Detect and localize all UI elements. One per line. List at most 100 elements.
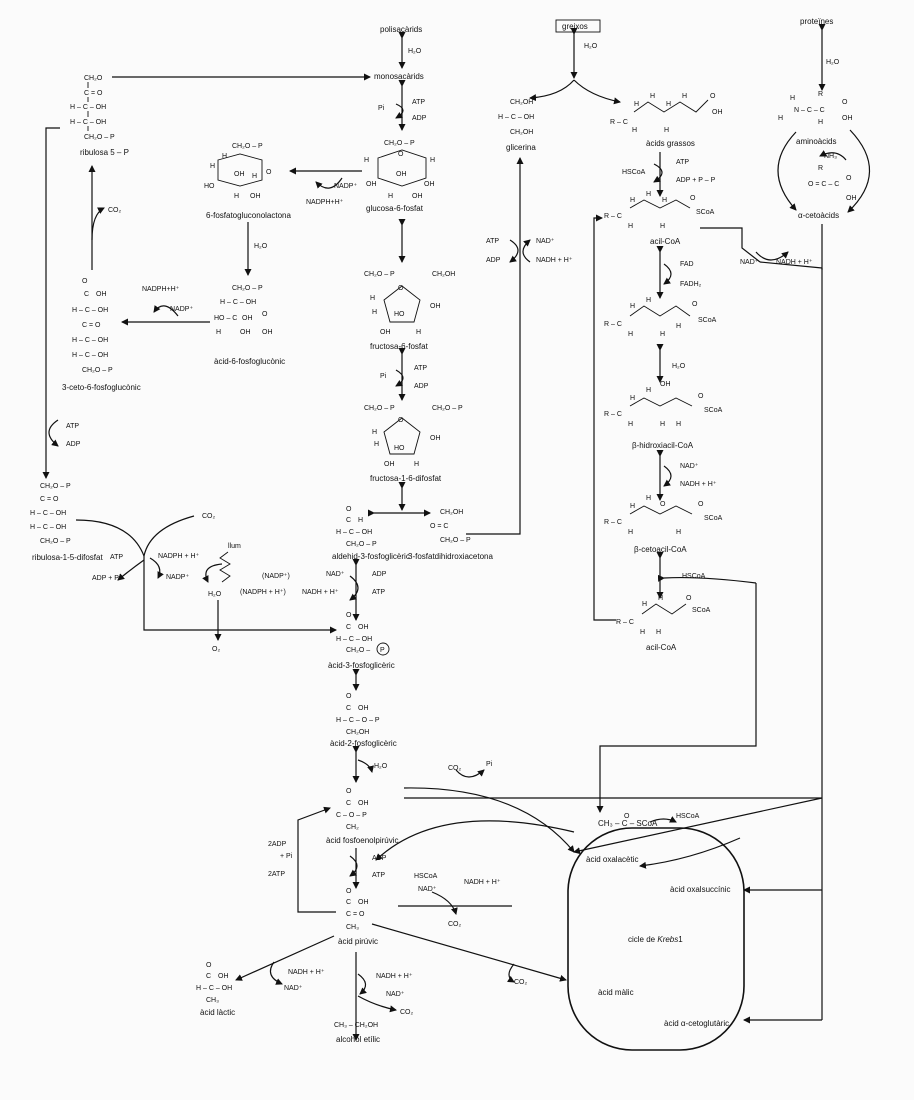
label-fadh2: FADH₂	[680, 281, 702, 288]
label-acid-fosfoenolpiruvic: àcid fosfoenolpirúvic	[326, 836, 398, 845]
label-glucosa-6p: glucosa-6-fosfat	[366, 204, 424, 213]
label-adp-pk: ADP	[372, 855, 387, 862]
svg-text:OH: OH	[430, 303, 441, 310]
acid-6-fosfogluconic-structure: CH₂O – P H – C – OH HO – C OH H OH O OH	[214, 285, 273, 336]
svg-text:C: C	[346, 517, 351, 524]
arrow-feed-to-oxalacetic	[573, 797, 823, 855]
label-nad-feed: NAD⁺	[740, 259, 759, 266]
curve-nadph-calvin	[149, 557, 164, 579]
svg-text:H: H	[818, 119, 823, 126]
label-atp-pfk: ATP	[414, 365, 427, 372]
svg-text:OH: OH	[358, 624, 369, 631]
label-nadp-gluconic: NADP⁺	[170, 306, 193, 313]
svg-text:O: O	[692, 301, 698, 308]
enoil-coa-structure: R – C H H H H H O SCoA	[604, 297, 717, 338]
svg-text:OH: OH	[262, 329, 273, 336]
beta-cetoacil-coa-structure: O R – C H H H H O SCoA	[604, 495, 723, 536]
arrow-oxaloacetate-to-pep	[375, 820, 575, 861]
arrow-pyruvate-to-pep-bypass	[297, 806, 336, 913]
svg-text:R – C: R – C	[604, 321, 622, 328]
svg-text:OH: OH	[380, 329, 391, 336]
curved-arrow-nadp-glucose	[315, 177, 343, 189]
label-atp-pk: ATP	[372, 872, 385, 879]
svg-text:H: H	[632, 127, 637, 134]
arrow-cycle-to-oxalacetic	[639, 837, 741, 869]
svg-text:H: H	[388, 193, 393, 200]
label-adp-hexokinase: ADP	[412, 115, 427, 122]
svg-text:CH₂O – P: CH₂O – P	[82, 367, 113, 374]
curve-co2-pi-pepc	[455, 769, 485, 778]
svg-text:N – C – C: N – C – C	[794, 107, 825, 114]
label-co2-calvin: CO₂	[202, 513, 216, 520]
svg-text:H: H	[646, 297, 651, 304]
arrow-ribulose5p-to-ribulose15dp	[42, 127, 60, 479]
svg-text:HO: HO	[204, 183, 215, 190]
svg-text:H – C – OH: H – C – OH	[70, 119, 106, 126]
svg-text:OH: OH	[218, 973, 229, 980]
fructosa-16dp-structure: CH₂O – P CH₂O – P O H H OH HO OH H	[364, 405, 463, 468]
svg-text:O: O	[266, 169, 272, 176]
curved-arrow-atp-adp-pfk	[395, 369, 404, 387]
svg-text:H: H	[642, 601, 647, 608]
fosfatogluconolactona-structure: CH₂O – P O H H HO OH H H OH	[204, 143, 272, 200]
svg-text:H: H	[252, 173, 257, 180]
svg-text:H – C – O – P: H – C – O – P	[336, 717, 380, 724]
curve-nad-hydroxyacyl	[663, 465, 672, 487]
svg-text:CH₂O –: CH₂O –	[346, 647, 370, 654]
svg-text:OH: OH	[234, 171, 245, 178]
line-acylcoa-to-feed	[700, 227, 761, 263]
svg-text:H: H	[676, 421, 681, 428]
label-acid-2-fosfogliceric: àcid-2-fosfoglicèric	[330, 739, 397, 748]
acids-grassos-structure: R – C H H H H H H O OH	[610, 93, 723, 134]
curve-co2-malic	[507, 963, 515, 983]
arrow-beta-oxidation-spiral	[593, 214, 616, 621]
svg-text:H: H	[640, 629, 645, 636]
svg-text:OH: OH	[384, 461, 395, 468]
svg-text:R – C: R – C	[604, 519, 622, 526]
label-o2: O₂	[212, 646, 220, 653]
svg-text:H: H	[666, 101, 671, 108]
label-ethanol-formula: CH₃ – CH₂OH	[334, 1022, 378, 1029]
label-nadh-pdh: NADH + H⁺	[464, 879, 501, 886]
svg-text:C = O: C = O	[82, 322, 101, 329]
arrow-dhap-to-glicerina	[466, 157, 524, 535]
svg-text:H: H	[646, 387, 651, 394]
curve-h2o-enolase	[357, 759, 374, 773]
svg-text:H: H	[630, 503, 635, 510]
arrow-pyruvate-to-malic	[371, 923, 567, 982]
label-monosacarids: monosacàrids	[374, 72, 424, 81]
svg-text:H: H	[660, 223, 665, 230]
svg-text:OH: OH	[240, 329, 251, 336]
svg-text:O: O	[398, 151, 404, 158]
curved-arrow-atp-adp-hexokinase	[395, 103, 404, 119]
svg-text:H: H	[634, 101, 639, 108]
label-atp-activation: ATP	[676, 159, 689, 166]
svg-text:CH₂O – P: CH₂O – P	[384, 140, 415, 147]
label-co2-fermentation: CO₂	[400, 1009, 414, 1016]
label-co2-pdh: CO₂	[448, 921, 462, 928]
glucosa-6p-structure: CH₂O – P O H H OH OH OH H OH	[364, 140, 435, 200]
label-adp-glycerol: ADP	[486, 257, 501, 264]
label-alfa-cetoacids: α-cetoàcids	[798, 211, 839, 220]
curve-ribulose15dp-carboxylation	[75, 519, 145, 557]
svg-text:C: C	[346, 899, 351, 906]
svg-text:H: H	[630, 197, 635, 204]
svg-text:R – C: R – C	[610, 119, 628, 126]
svg-text:OH: OH	[358, 705, 369, 712]
label-h2o-hydration: H₂O	[672, 363, 686, 370]
svg-text:HO: HO	[394, 445, 405, 452]
label-alcohol-etilic: alcohol etílic	[336, 1035, 380, 1044]
label-co2-pepc: CO₂	[448, 765, 462, 772]
label-h2o-hydrolysis-polisacarids: H₂O	[408, 48, 422, 55]
label-pi-pepc: Pi	[486, 761, 493, 768]
svg-text:O: O	[398, 417, 404, 424]
label-proteines: proteïnes	[800, 17, 833, 26]
arrow-greixos-to-acids-grassos	[573, 79, 621, 105]
label-h2o-lactonase: H₂O	[254, 243, 268, 250]
label-nad-glycerol: NAD⁺	[536, 238, 555, 245]
arrow-pep-to-oxaloacetate	[403, 787, 575, 853]
curved-arrow-nad-g3pdh	[349, 575, 359, 601]
svg-text:H – C – OH: H – C – OH	[336, 636, 372, 643]
label-hscoa-citrate: HSCoA	[676, 813, 700, 820]
svg-text:O: O	[846, 175, 852, 182]
